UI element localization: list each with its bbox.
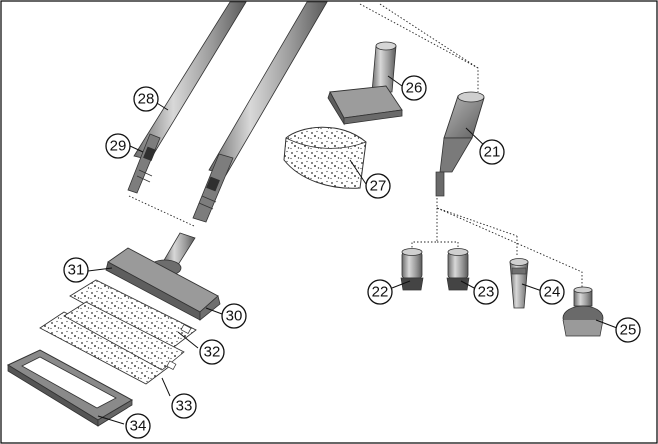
callout-29: 29 (105, 133, 131, 159)
callout-29-label: 29 (110, 138, 127, 155)
floor-nozzle-30 (105, 232, 221, 321)
extension-tube-second (192, 1, 328, 223)
hand-nozzle-26 (327, 41, 403, 126)
callout-34-label: 34 (130, 418, 147, 435)
callout-22-label: 22 (372, 284, 389, 301)
callout-21: 21 (479, 139, 505, 165)
callout-25: 25 (615, 317, 641, 343)
callout-26: 26 (401, 75, 427, 101)
callout-22: 22 (367, 279, 393, 305)
callout-30-label: 30 (226, 308, 243, 325)
hand-held-nozzle-21 (435, 91, 485, 197)
callout-23: 23 (473, 279, 499, 305)
carpet-glider-34 (6, 349, 134, 427)
callout-33-label: 33 (176, 398, 193, 415)
callout-31-label: 31 (68, 262, 85, 279)
callout-26-label: 26 (406, 80, 423, 97)
callout-leaders (87, 75, 618, 425)
callout-24-label: 24 (544, 284, 561, 301)
round-brush-22 (400, 248, 424, 291)
round-brush-large-25 (562, 286, 604, 337)
assembly-guide-lines (128, 3, 583, 290)
callout-28-label: 28 (138, 91, 155, 108)
extension-tube-28 (127, 1, 247, 194)
callout-28: 28 (133, 86, 159, 112)
round-brush-23 (446, 248, 470, 291)
callout-23-label: 23 (478, 284, 495, 301)
callout-27: 27 (365, 173, 391, 199)
microfibre-cover-27 (283, 126, 367, 189)
callout-31: 31 (63, 257, 89, 283)
callout-21-label: 21 (484, 144, 501, 161)
callout-33: 33 (171, 393, 197, 419)
floor-cloth-33 (39, 301, 185, 385)
callout-32-label: 32 (204, 344, 221, 361)
power-nozzle-24 (509, 258, 529, 309)
callout-30: 30 (221, 303, 247, 329)
callout-32: 32 (199, 339, 225, 365)
callout-27-label: 27 (370, 178, 387, 195)
callout-34: 34 (125, 413, 151, 439)
callout-24: 24 (539, 279, 565, 305)
callout-25-label: 25 (620, 322, 637, 339)
